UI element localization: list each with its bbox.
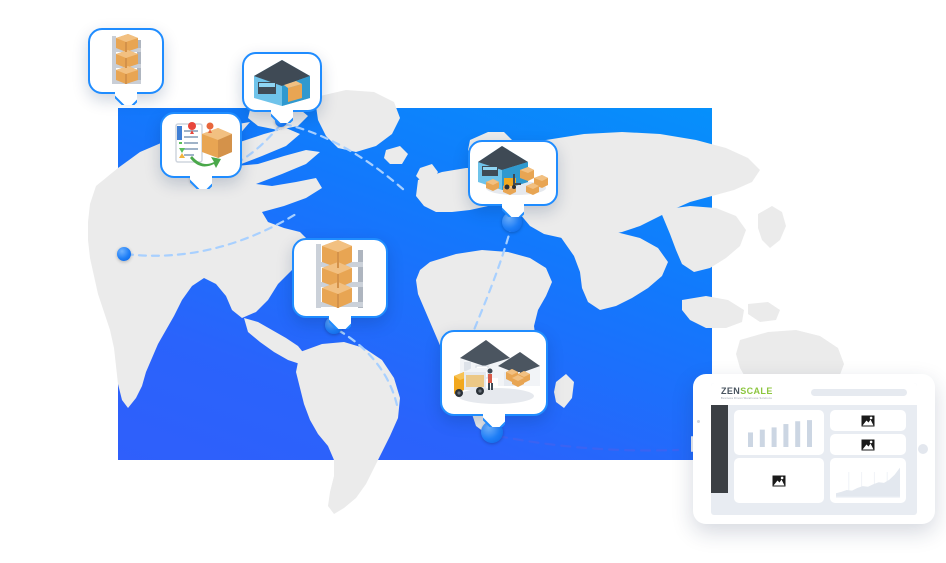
area-chart-svg <box>836 467 900 498</box>
zenscale-logo: ZENSCALE Business Driven Warehouse Solut… <box>721 386 773 402</box>
dashboard-content <box>734 410 911 507</box>
warehouse-shelf-card[interactable] <box>88 28 164 94</box>
warehouse-shelf-icon <box>112 34 141 84</box>
dashboard-search-bar[interactable] <box>811 389 907 396</box>
warehouse-building-icon <box>254 60 310 106</box>
logo-text-le: LE <box>760 386 773 396</box>
bar-chart-widget[interactable] <box>734 410 824 455</box>
bar-chart-svg <box>748 420 812 447</box>
depot-forklift-card[interactable] <box>468 140 558 206</box>
image-placeholder-tile[interactable] <box>830 434 906 455</box>
map-marker-eurasia[interactable] <box>502 212 522 232</box>
inventory-checklist-card[interactable] <box>160 112 242 178</box>
card-tail <box>329 315 351 329</box>
truck-loading-icon <box>454 340 540 404</box>
home-button[interactable] <box>918 444 928 454</box>
image-placeholder-tile[interactable] <box>734 458 824 503</box>
pallet-racking-card[interactable] <box>292 238 388 318</box>
dashboard-sidebar[interactable] <box>711 405 728 493</box>
camera-dot <box>697 420 700 423</box>
card-tail <box>483 413 505 427</box>
clipboard-package-icon <box>175 122 232 168</box>
card-tail <box>115 91 137 105</box>
pallet-rack-icon <box>316 240 363 308</box>
dashboard-topbar: ZENSCALE Business Driven Warehouse Solut… <box>711 383 917 405</box>
map-marker-na-west[interactable] <box>117 247 131 261</box>
volume-button[interactable] <box>691 436 693 452</box>
warehouse-building-card[interactable] <box>242 52 322 112</box>
card-tail <box>271 109 293 123</box>
area-chart-widget[interactable] <box>830 458 906 503</box>
distribution-center-card[interactable] <box>440 330 548 416</box>
forklift-depot-icon <box>478 146 548 195</box>
logo-text-zen: ZEN <box>721 386 741 396</box>
logo-text-a: A <box>753 386 761 396</box>
broken-image-icon <box>861 439 875 450</box>
logo-text-sc: SC <box>740 386 754 396</box>
image-placeholder-tile[interactable] <box>830 410 906 431</box>
tablet-screen: ZENSCALE Business Driven Warehouse Solut… <box>711 383 917 515</box>
tablet-device[interactable]: ZENSCALE Business Driven Warehouse Solut… <box>691 374 935 524</box>
logo-tagline: Business Driven Warehouse Solutions <box>721 397 773 400</box>
card-tail <box>190 175 212 189</box>
broken-image-icon <box>772 475 786 486</box>
card-tail <box>502 203 524 217</box>
broken-image-icon <box>861 415 875 426</box>
